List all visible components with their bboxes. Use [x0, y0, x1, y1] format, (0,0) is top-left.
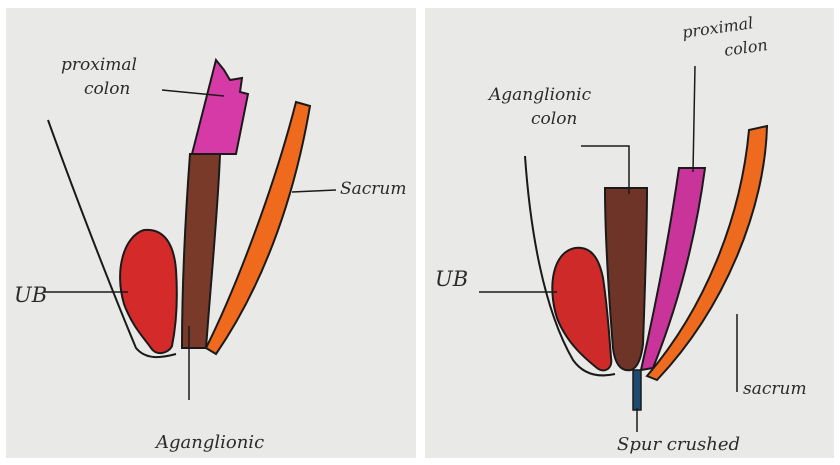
right-diagram: proximal colon Aganglionic colon UB sacr… [425, 8, 834, 458]
urinary-bladder [552, 248, 611, 371]
label-colon: colon [723, 35, 769, 60]
label-ub: UB [435, 267, 468, 291]
left-diagram: proximal colon Sacrum UB Aganglionic [6, 8, 416, 458]
left-diagram-panel: proximal colon Sacrum UB Aganglionic [6, 8, 416, 458]
right-diagram-panel: proximal colon Aganglionic colon UB sacr… [425, 8, 834, 458]
label-colon: colon [84, 79, 130, 99]
label-sacrum: sacrum [743, 379, 807, 399]
label-aganglionic: Aganglionic [154, 432, 264, 453]
aganglionic-segment [182, 154, 220, 348]
leader-aganglionic [581, 146, 629, 194]
urinary-bladder [120, 230, 177, 353]
leader-proximal [693, 66, 695, 172]
label-sacrum: Sacrum [340, 179, 407, 199]
label-proximal: proximal [61, 55, 137, 75]
leader-sacrum [292, 190, 336, 192]
proximal-colon [641, 168, 705, 370]
label-aganglionic-colon: colon [531, 109, 577, 129]
label-aganglionic: Aganglionic [487, 85, 592, 105]
proximal-colon [192, 60, 248, 154]
aganglionic-colon [605, 188, 647, 370]
label-spur-crushed: Spur crushed [617, 434, 740, 455]
label-ub: UB [14, 283, 47, 307]
crushed-spur [633, 370, 641, 410]
